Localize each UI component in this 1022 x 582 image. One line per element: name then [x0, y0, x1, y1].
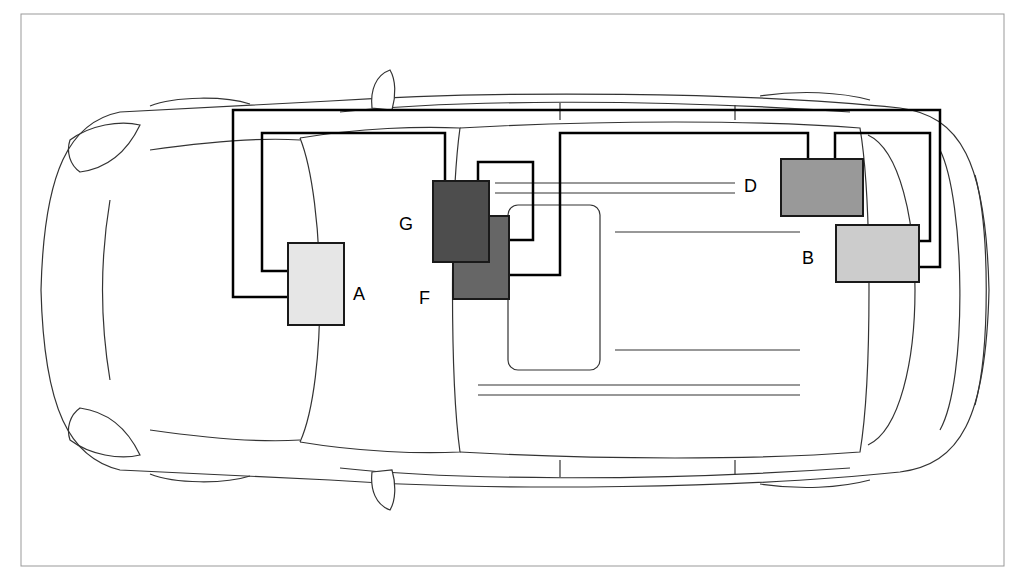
control-module: [287, 242, 345, 326]
module-label: D: [743, 176, 758, 196]
module-label: F: [418, 288, 431, 308]
wire-path: [510, 133, 808, 275]
control-module: [835, 224, 920, 283]
control-module: [432, 180, 490, 263]
module-label: A: [352, 284, 366, 304]
module-label: B: [801, 248, 815, 268]
control-module: [780, 158, 864, 217]
module-label: G: [398, 214, 414, 234]
wire-connector: [510, 133, 808, 275]
